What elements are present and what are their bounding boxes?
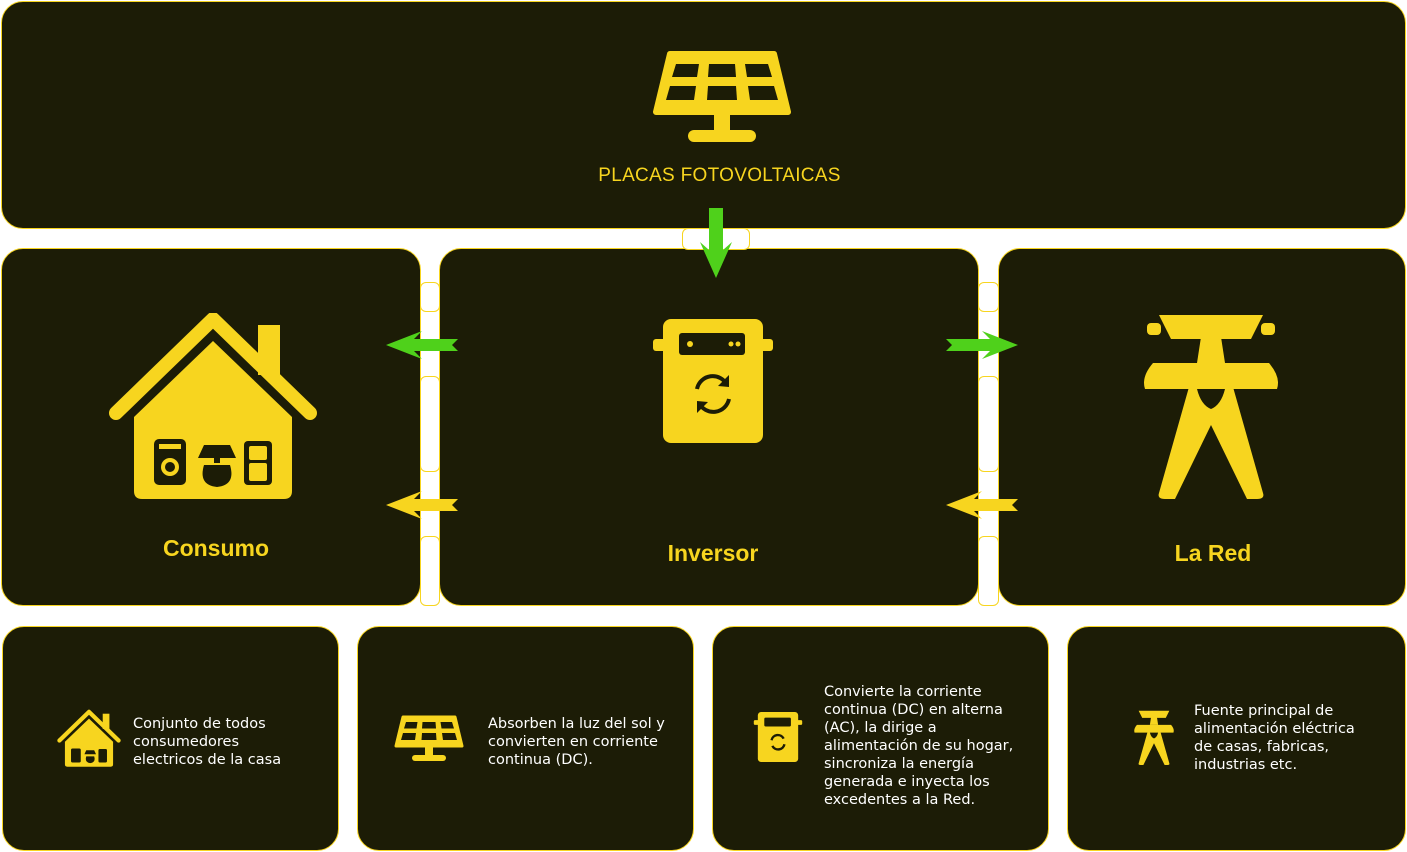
arrow-down-green [700, 208, 732, 278]
connector-left-2 [420, 376, 440, 472]
house-icon [57, 709, 121, 767]
solar-panels-title: PLACAS FOTOVOLTAICAS [598, 165, 841, 186]
card-consumption-text: Conjunto de todos consumedores electrico… [133, 716, 282, 768]
consumption-title: Consumo [162, 535, 270, 561]
arrow-left-yellow-2 [946, 491, 1018, 519]
grid-title: La Red [1174, 540, 1252, 566]
card-solar-text: Absorben la luz del sol y convierten en … [488, 716, 665, 768]
solar-panels-panel: PLACAS FOTOVOLTAICAS [1, 1, 1406, 229]
connector-right-2 [978, 376, 999, 472]
connector-right-3 [978, 536, 999, 606]
connector-right-1 [978, 282, 999, 312]
solar-panel-icon [653, 51, 791, 142]
card-solar: Absorben la luz del sol y convierten en … [357, 626, 694, 851]
solar-panel-icon [394, 715, 464, 761]
connector-left-1 [420, 282, 440, 312]
inverter-icon [653, 319, 773, 443]
house-icon [109, 313, 317, 499]
arrow-right-green [946, 331, 1018, 359]
inverter-title: Inversor [667, 540, 759, 566]
card-inverter: Convierte la corriente continua (DC) en … [712, 626, 1049, 851]
arrow-left-green [386, 331, 458, 359]
power-tower-icon [1134, 710, 1174, 765]
card-grid-text: Fuente principal de alimentación eléctri… [1194, 703, 1355, 773]
connector-left-3 [420, 536, 440, 606]
card-consumption: Conjunto de todos consumedores electrico… [2, 626, 339, 851]
card-grid: Fuente principal de alimentación eléctri… [1067, 626, 1406, 851]
grid-panel: La Red [998, 248, 1406, 606]
consumption-panel: Consumo [1, 248, 421, 606]
inverter-panel: Inversor [439, 248, 979, 606]
power-tower-icon [1144, 315, 1278, 499]
card-inverter-text: Convierte la corriente continua (DC) en … [824, 684, 1014, 808]
inverter-icon [753, 712, 803, 762]
arrow-left-yellow-1 [386, 491, 458, 519]
